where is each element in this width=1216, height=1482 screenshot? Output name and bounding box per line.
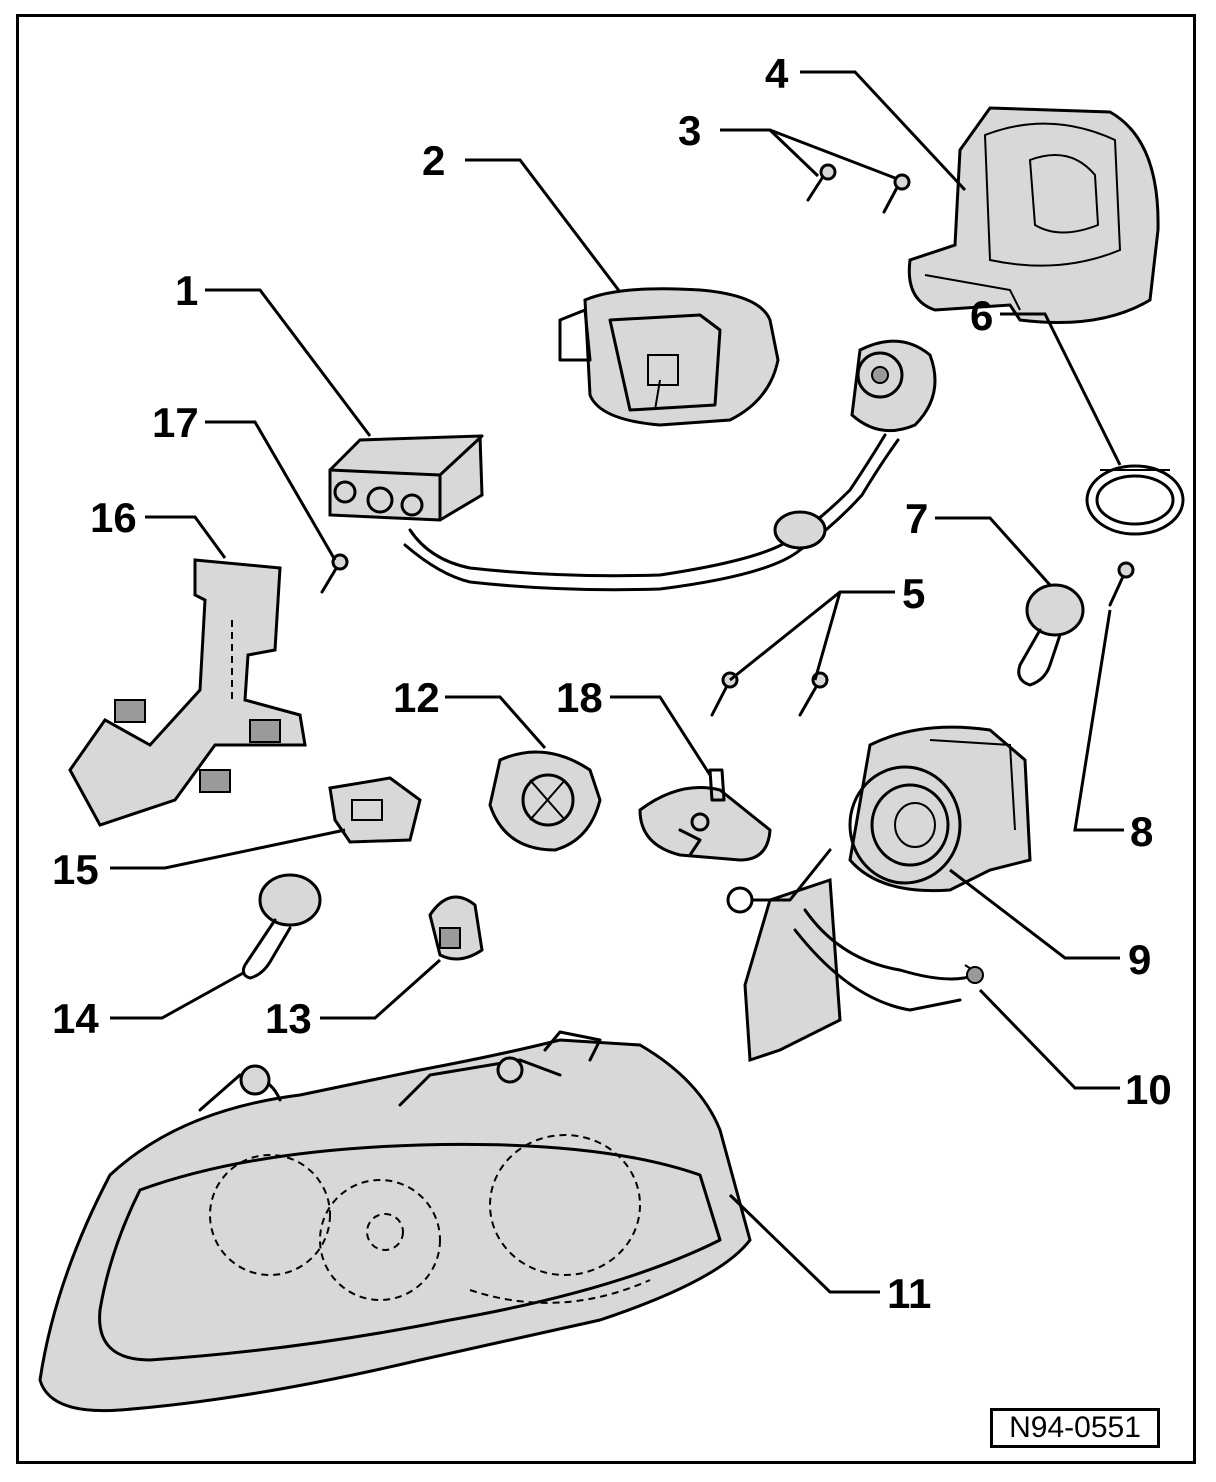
callout-7: 7 (905, 495, 928, 542)
callout-17: 17 (152, 399, 199, 446)
callout-11: 11 (887, 1270, 931, 1317)
callout-14: 14 (52, 995, 99, 1042)
leader-8 (1073, 609, 1124, 832)
part-14-bulb (241, 873, 322, 980)
part-15-socket-holder (328, 776, 422, 844)
callout-16: 16 (90, 494, 137, 541)
leader-2 (465, 158, 622, 293)
leader-4 (800, 70, 967, 192)
callout-9: 9 (1128, 936, 1151, 983)
part-12-round-adapter (488, 750, 602, 852)
leader-11 (728, 1193, 880, 1294)
leader-12 (445, 695, 547, 749)
part-3-screws (806, 163, 911, 214)
leader-15 (110, 828, 346, 870)
part-9-projector-module (848, 725, 1032, 893)
callout-12: 12 (393, 674, 440, 721)
part-8-screw (1108, 561, 1135, 607)
part-11-headlamp-housing (38, 1030, 752, 1413)
leader-16 (145, 515, 227, 559)
callout-4: 4 (765, 50, 789, 97)
callout-1: 1 (175, 267, 198, 314)
leader-14 (110, 970, 246, 1020)
part-5-screws (710, 671, 829, 717)
part-7-bulb (1017, 583, 1085, 687)
callout-5: 5 (902, 570, 925, 617)
callout-3: 3 (678, 107, 701, 154)
leader-17 (205, 420, 337, 561)
leader-10 (978, 988, 1120, 1090)
callout-18: 18 (556, 674, 603, 721)
leader-7 (935, 516, 1052, 587)
callout-13: 13 (265, 995, 312, 1042)
part-18-lamp-plate (638, 768, 772, 862)
part-10-motor-bracket (726, 848, 984, 1063)
leader-9 (949, 868, 1120, 960)
part-16-bracket (68, 558, 307, 827)
part-2-cover-cap (558, 287, 780, 427)
part-4-housing-cover (907, 106, 1160, 324)
callout-labels: 1 2 3 4 5 6 7 8 9 10 11 12 13 14 15 16 1… (52, 50, 1172, 1317)
part-6-retaining-ring (1085, 464, 1185, 536)
leader-3 (720, 128, 896, 180)
part-17-screw (320, 553, 349, 594)
callout-10: 10 (1125, 1066, 1172, 1113)
callout-8: 8 (1130, 808, 1153, 855)
reference-code: N94-0551 (1009, 1411, 1141, 1444)
part-1-control-unit (328, 339, 937, 592)
callout-2: 2 (422, 137, 445, 184)
leader-13 (320, 958, 441, 1020)
part-13-small-bulb (428, 895, 484, 961)
leader-lines (110, 70, 1124, 1294)
leader-18 (610, 695, 712, 776)
leader-6 (1000, 312, 1122, 466)
leader-1 (205, 288, 372, 437)
callout-15: 15 (52, 846, 99, 893)
leader-5 (729, 590, 895, 682)
reference-code-box: N94-0551 (990, 1408, 1160, 1448)
callout-6: 6 (970, 292, 993, 339)
